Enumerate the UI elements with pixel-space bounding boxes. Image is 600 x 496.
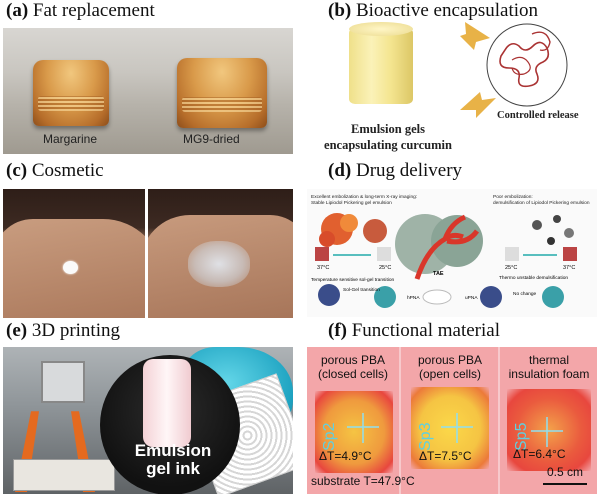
cream-spread: [188, 241, 250, 287]
f-col1-line2: (closed cells): [317, 367, 389, 381]
d-no-change: No change: [513, 291, 537, 297]
panel-c-label: (c): [6, 160, 28, 181]
f-col1-line1: porous PBA: [320, 353, 386, 367]
scale-bar: [543, 483, 587, 485]
emulsion-gel-cylinder: [349, 22, 413, 104]
digestive-tract-diagram: Controlled release: [460, 22, 579, 121]
vial-left-1-icon: [315, 247, 329, 261]
margarine-caption: Margarine: [43, 132, 98, 146]
body-circle: [486, 23, 568, 107]
panel-b-title: (b) Bioactive encapsulation: [328, 0, 538, 22]
d-text-sol-gel-2: Sol-Gel transition: [343, 287, 380, 293]
f-delta-t-3: ΔT=6.4°C: [513, 447, 566, 461]
panel-e-label: (e): [6, 320, 28, 341]
panel-c-title: (c) Cosmetic: [6, 160, 104, 182]
f-scale-label: 0.5 cm: [546, 465, 583, 479]
vial-caption: Emulsion gel ink: [103, 442, 243, 478]
print-head: [41, 361, 85, 403]
mg9-dried-caption: MG9-dried: [183, 132, 240, 146]
heat-spot-3: [507, 389, 591, 471]
drug-delivery-diagram: 37°C 25°C 25°C 37°C TAE Temperature sens…: [311, 213, 577, 308]
panel-e-photo: Emulsion gel ink: [3, 347, 293, 494]
cream-dot: [63, 261, 78, 274]
panel-a-title-text: Fat replacement: [32, 0, 155, 21]
f-col3-line2: insulation foam: [508, 367, 590, 381]
panel-a-label: (a): [6, 0, 29, 21]
panel-f-title: (f) Functional material: [328, 320, 500, 342]
panel-b-figure: Emulsion gels encapsulating curcumin Con…: [300, 0, 600, 160]
emulsion-vial: [143, 359, 191, 447]
panel-b-label: (b): [328, 0, 352, 21]
panel-d-title-text: Drug delivery: [355, 160, 463, 181]
emulsion-gels-caption-2: encapsulating curcumin: [324, 138, 452, 152]
crosshair-overlay: [347, 413, 563, 447]
panel-a-title: (a) Fat replacement: [6, 0, 155, 22]
controlled-release-label: Controlled release: [497, 110, 579, 121]
rabbit-icon: [422, 289, 452, 305]
d-text-sol-gel: Temperature sensitive sol-gel transition: [311, 277, 395, 283]
panel-f-thermal-image: porous PBA (closed cells) porous PBA (op…: [307, 347, 597, 494]
d-temp-2: 25°C: [379, 265, 391, 271]
d-text-thermo: Thermo unstable demulsification: [499, 275, 568, 281]
margarine-pastry: [33, 60, 109, 126]
panel-d-title: (d) Drug delivery: [328, 160, 462, 182]
f-delta-t-1: ΔT=4.9°C: [319, 449, 372, 463]
panel-e-title-text: 3D printing: [31, 320, 120, 341]
f-substrate-temp: substrate T=47.9°C: [311, 474, 415, 488]
d-hpna: hPNA: [407, 295, 420, 301]
d-tae: TAE: [433, 271, 444, 277]
d-temp-4: 37°C: [563, 265, 575, 271]
print-bed: [13, 459, 115, 491]
f-col1-label: porous PBA (closed cells): [307, 353, 399, 381]
f-col2-label: porous PBA (open cells): [403, 353, 497, 381]
f-delta-t-2: ΔT=7.5°C: [419, 449, 472, 463]
f-col3-line1: thermal: [528, 353, 569, 367]
upna-particle-icon: [480, 286, 502, 308]
arrow-in-icon: [460, 22, 490, 50]
f-col2-line1: porous PBA: [417, 353, 483, 367]
mg9-dried-pastry: [177, 58, 267, 128]
panel-d-figure: Excellent embolization & long-term X-ray…: [307, 189, 597, 317]
vial-caption-line1: Emulsion: [134, 441, 212, 460]
d-temp-3: 25°C: [505, 265, 517, 271]
intestine-icon: [499, 41, 550, 88]
d-temp-1: 37°C: [317, 265, 329, 271]
panel-c-title-text: Cosmetic: [31, 160, 104, 181]
panel-f-label: (f): [328, 320, 347, 341]
arrow-out-icon: [460, 92, 496, 118]
panel-d-label: (d): [328, 160, 352, 181]
d-upna: uPNA: [465, 295, 478, 301]
blood-vessel-icon: [414, 214, 480, 280]
panel-e-title: (e) 3D printing: [6, 320, 120, 342]
d-text-top-left-1: Excellent embolization & long-term X-ray…: [311, 195, 418, 200]
panel-c-photo-after: [148, 189, 293, 318]
d-text-top-right-2: demulsification of Lipiodol Pickering em…: [493, 201, 590, 206]
hpna-particle-icon: [318, 284, 340, 306]
vial-caption-line2: gel ink: [146, 459, 200, 478]
d-text-top-left-2: Stable Lipiodol Pickering gel emulsion: [311, 201, 392, 206]
panel-c-photo-before: [3, 189, 145, 318]
stomach-icon: [531, 31, 551, 52]
heat-spot-1: [315, 391, 393, 473]
panel-f-title-text: Functional material: [351, 320, 500, 341]
d-text-top-right-1: Poor embolization:: [493, 195, 533, 200]
f-col2-line2: (open cells): [418, 367, 482, 381]
panel-b-title-text: Bioactive encapsulation: [355, 0, 539, 21]
f-col3-label: thermal insulation foam: [501, 353, 597, 381]
emulsion-gels-caption-1: Emulsion gels: [351, 122, 425, 136]
heat-spot-2: [411, 387, 489, 469]
panel-a-photo: Margarine MG9-dried: [3, 28, 293, 154]
